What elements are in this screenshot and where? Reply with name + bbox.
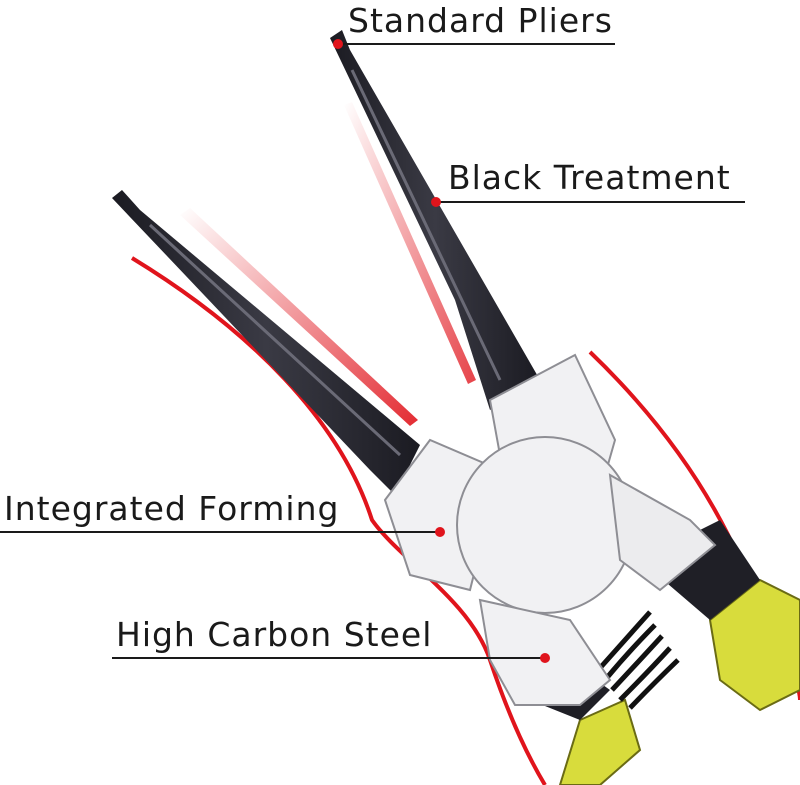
callout-integrated-forming: Integrated Forming bbox=[4, 489, 339, 528]
red-streak-right bbox=[344, 102, 476, 384]
handle-lower bbox=[558, 698, 642, 785]
red-outline-left bbox=[130, 256, 547, 785]
callout-black-treatment: Black Treatment bbox=[448, 158, 731, 197]
marker-high-carbon-steel bbox=[540, 653, 550, 663]
jaw-highlight-right bbox=[350, 69, 502, 381]
steel-plate-lower bbox=[478, 598, 612, 706]
spring bbox=[598, 610, 680, 710]
callout-standard-pliers: Standard Pliers bbox=[348, 1, 613, 40]
marker-black-treatment bbox=[431, 197, 441, 207]
steel-plate-right bbox=[608, 473, 717, 592]
left-jaw bbox=[112, 190, 420, 495]
jaw-highlight-left bbox=[148, 223, 402, 457]
red-streak-left bbox=[180, 208, 418, 426]
pivot-disc bbox=[456, 436, 634, 614]
callout-high-carbon-steel: High Carbon Steel bbox=[116, 615, 432, 654]
marker-standard-pliers bbox=[333, 39, 343, 49]
right-jaw bbox=[330, 30, 540, 410]
marker-integrated-forming bbox=[435, 527, 445, 537]
